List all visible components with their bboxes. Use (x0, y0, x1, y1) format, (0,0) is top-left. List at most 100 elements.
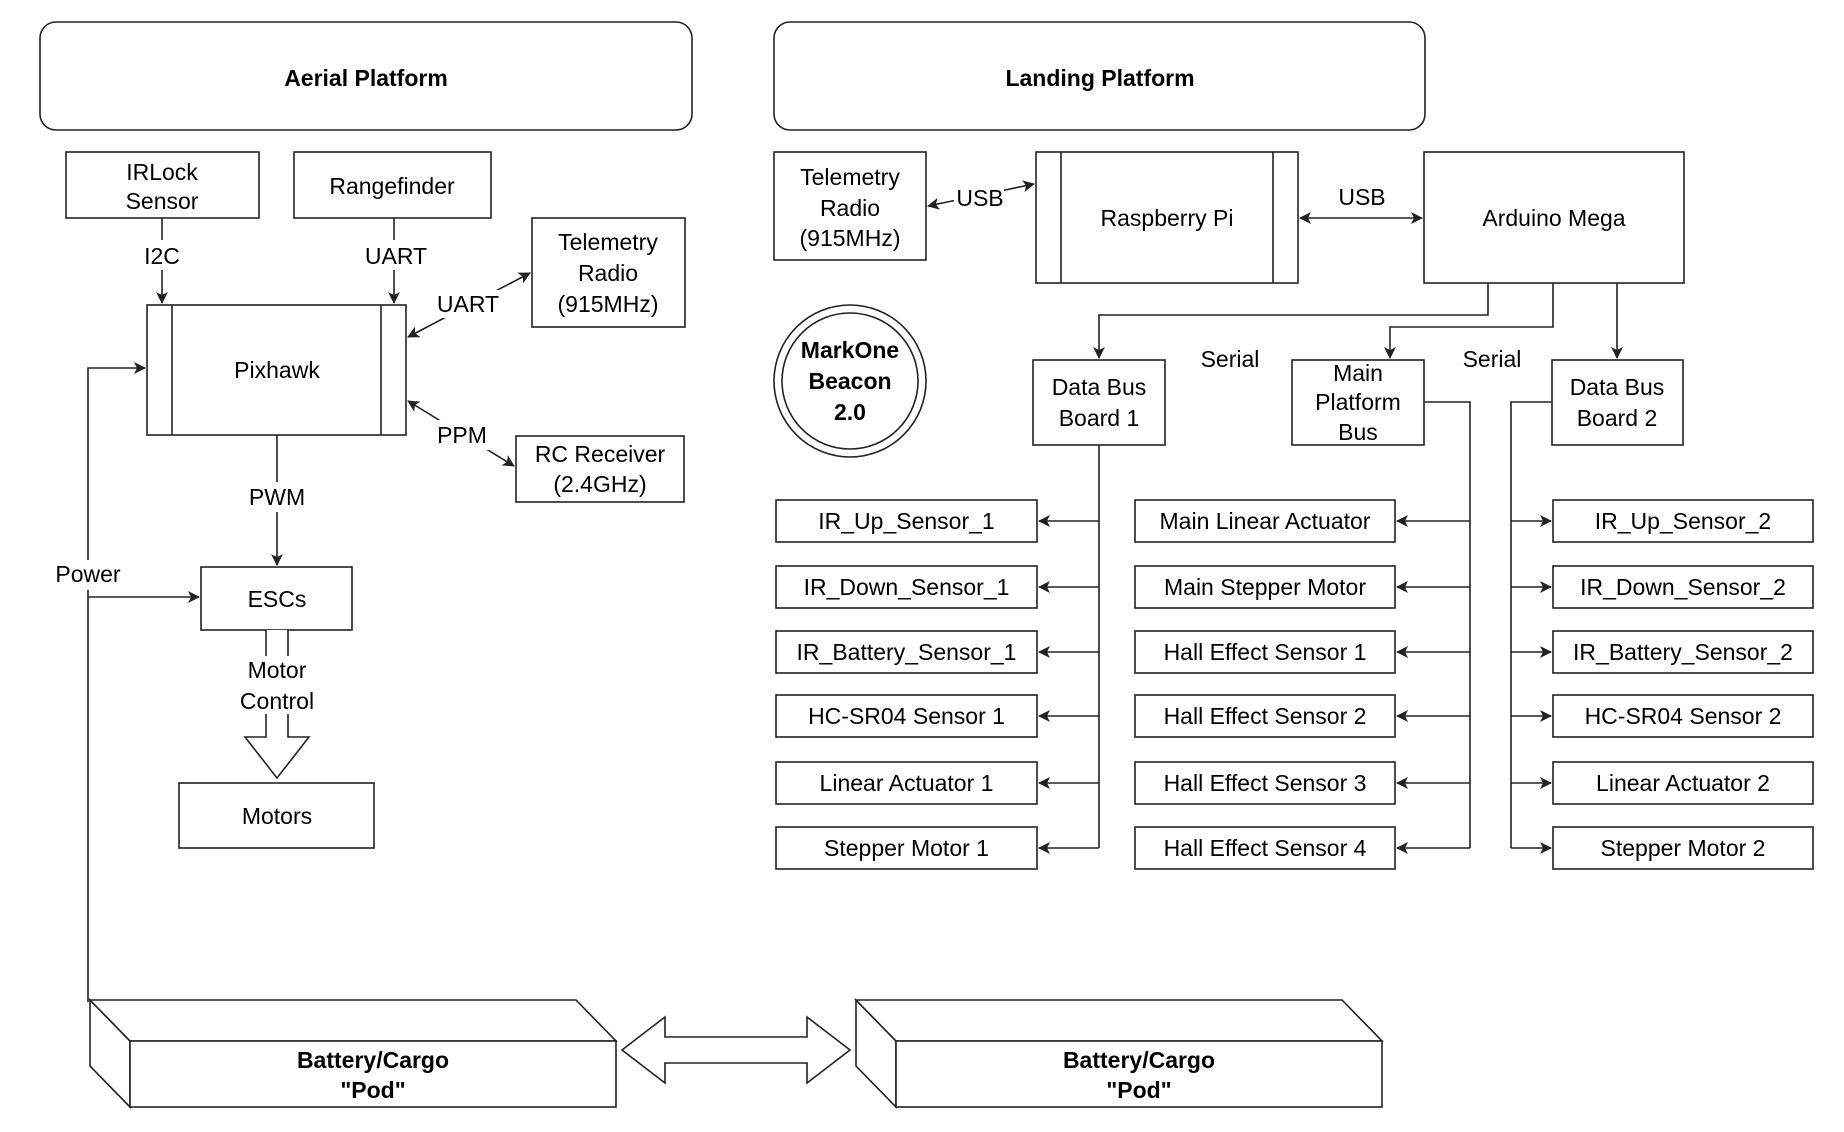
serial-left-label: Serial (1201, 346, 1260, 372)
svg-text:"Pod": "Pod" (340, 1077, 405, 1103)
device-label: Stepper Motor 1 (824, 835, 989, 861)
svg-text:(915MHz): (915MHz) (800, 225, 901, 251)
svg-text:ESCs: ESCs (248, 586, 307, 612)
motors-box: Motors (178, 782, 375, 849)
device-label: IR_Down_Sensor_2 (1580, 574, 1786, 600)
main-platform-bus-box: Main Platform Bus (1291, 359, 1425, 446)
device-label: Hall Effect Sensor 3 (1164, 770, 1367, 796)
device-label: Stepper Motor 2 (1601, 835, 1766, 861)
aerial-telemetry-radio-box: Telemetry Radio (915MHz) (531, 217, 686, 328)
rc-receiver-box: RC Receiver (2.4GHz) (515, 435, 685, 503)
svg-text:Data Bus: Data Bus (1570, 374, 1665, 400)
device-box: IR_Battery_Sensor_2 (1552, 630, 1814, 674)
device-box: Stepper Motor 2 (1552, 826, 1814, 870)
device-box: IR_Battery_Sensor_1 (775, 630, 1038, 674)
power-label: Power (55, 561, 121, 587)
svg-text:Raspberry Pi: Raspberry Pi (1101, 205, 1234, 231)
device-label: Linear Actuator 1 (820, 770, 994, 796)
aerial-pod: Battery/Cargo "Pod" (88, 998, 618, 1109)
pod-swap-double-arrow (620, 1015, 852, 1085)
landing-telemetry-radio-box: Telemetry Radio (915MHz) (773, 151, 927, 261)
svg-text:Telemetry: Telemetry (800, 164, 900, 190)
serial-right-label: Serial (1463, 346, 1522, 372)
svg-text:Motors: Motors (242, 803, 312, 829)
aerial-platform-title: Aerial Platform (284, 65, 448, 91)
bus-trunk-line (1424, 401, 1471, 848)
svg-text:Data Bus: Data Bus (1052, 374, 1147, 400)
uart-rangefinder-label: UART (365, 243, 427, 269)
device-label: IR_Battery_Sensor_1 (797, 639, 1017, 665)
svg-text:Main: Main (1333, 360, 1383, 386)
device-box: Linear Actuator 1 (775, 761, 1038, 805)
escs-box: ESCs (200, 566, 353, 631)
device-box: Hall Effect Sensor 3 (1134, 761, 1396, 805)
device-box: IR_Up_Sensor_2 (1552, 499, 1814, 543)
device-box: Main Stepper Motor (1134, 565, 1396, 609)
svg-text:RC Receiver: RC Receiver (535, 441, 666, 467)
ppm-label: PPM (437, 422, 487, 448)
irlock-sensor-box: IRLock Sensor (65, 151, 260, 219)
data-bus-board-2-box: Data Bus Board 2 (1551, 359, 1684, 446)
svg-text:MarkOne: MarkOne (801, 337, 899, 363)
bus2-device-list: IR_Up_Sensor_2IR_Down_Sensor_2IR_Battery… (1510, 401, 1814, 870)
device-box: IR_Down_Sensor_2 (1552, 565, 1814, 609)
usb-left-label: USB (956, 185, 1003, 211)
device-label: Hall Effect Sensor 1 (1164, 639, 1367, 665)
device-label: IR_Up_Sensor_2 (1595, 508, 1771, 534)
svg-text:Telemetry: Telemetry (558, 229, 658, 255)
device-box: HC-SR04 Sensor 2 (1552, 694, 1814, 738)
svg-text:"Pod": "Pod" (1106, 1077, 1171, 1103)
usb-right-label: USB (1338, 184, 1385, 210)
svg-text:Bus: Bus (1338, 419, 1378, 445)
uart-telemetry-label: UART (437, 291, 499, 317)
device-box: Hall Effect Sensor 1 (1134, 630, 1396, 674)
pixhawk-box: Pixhawk (146, 304, 407, 436)
svg-text:Arduino Mega: Arduino Mega (1482, 205, 1625, 231)
device-label: IR_Down_Sensor_1 (804, 574, 1010, 600)
raspberry-pi-box: Raspberry Pi (1035, 151, 1299, 284)
svg-text:Radio: Radio (578, 260, 638, 286)
svg-text:Battery/Cargo: Battery/Cargo (1063, 1047, 1215, 1073)
aerial-connections: I2C UART UART PPM PWM Power Motor Contro… (46, 218, 531, 1002)
svg-text:2.0: 2.0 (834, 399, 866, 425)
device-box: Hall Effect Sensor 2 (1134, 694, 1396, 738)
svg-text:Beacon: Beacon (808, 368, 891, 394)
device-label: HC-SR04 Sensor 2 (1585, 703, 1782, 729)
bus-trunk-line (1510, 401, 1552, 848)
rangefinder-box: Rangefinder (293, 151, 492, 219)
device-box: Linear Actuator 2 (1552, 761, 1814, 805)
landing-platform-header: Landing Platform (773, 21, 1426, 131)
device-box: HC-SR04 Sensor 1 (775, 694, 1038, 738)
markone-beacon: MarkOne Beacon 2.0 (773, 304, 927, 458)
svg-text:Pixhawk: Pixhawk (234, 357, 320, 383)
svg-text:Platform: Platform (1315, 389, 1401, 415)
landing-connections: USB USB Serial Serial (927, 180, 1623, 372)
svg-text:(2.4GHz): (2.4GHz) (553, 471, 646, 497)
device-label: Main Stepper Motor (1164, 574, 1366, 600)
device-label: IR_Up_Sensor_1 (818, 508, 994, 534)
bus1-device-list: IR_Up_Sensor_1IR_Down_Sensor_1IR_Battery… (775, 445, 1100, 870)
data-bus-board-1-box: Data Bus Board 1 (1032, 359, 1166, 446)
device-label: Main Linear Actuator (1160, 508, 1371, 534)
device-label: HC-SR04 Sensor 1 (808, 703, 1005, 729)
i2c-label: I2C (144, 243, 180, 269)
svg-text:Radio: Radio (820, 195, 880, 221)
svg-text:(915MHz): (915MHz) (558, 291, 659, 317)
aerial-platform-header: Aerial Platform (39, 21, 693, 131)
device-box: IR_Down_Sensor_1 (775, 565, 1038, 609)
device-box: Stepper Motor 1 (775, 826, 1038, 870)
device-box: Main Linear Actuator (1134, 499, 1396, 543)
device-label: IR_Battery_Sensor_2 (1573, 639, 1793, 665)
landing-pod: Battery/Cargo "Pod" (854, 998, 1384, 1109)
svg-text:IRLock: IRLock (126, 159, 198, 185)
landing-platform-title: Landing Platform (1005, 65, 1194, 91)
svg-text:Rangefinder: Rangefinder (329, 173, 455, 199)
pwm-label: PWM (249, 484, 305, 510)
svg-text:Motor: Motor (248, 657, 307, 683)
arduino-mega-box: Arduino Mega (1423, 151, 1685, 284)
device-box: IR_Up_Sensor_1 (775, 499, 1038, 543)
svg-text:Sensor: Sensor (126, 188, 199, 214)
